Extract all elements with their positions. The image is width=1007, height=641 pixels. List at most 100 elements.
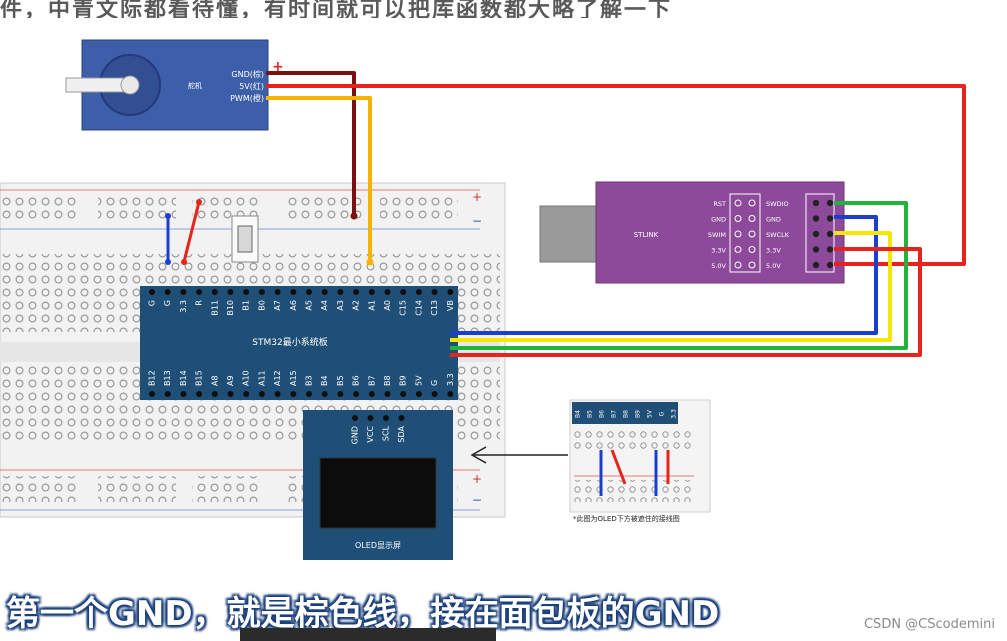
stm32-top-pin-label: VB bbox=[446, 300, 455, 311]
inset-pin-label: B5 bbox=[587, 410, 594, 418]
stm32-bottom-pin-label: A8 bbox=[210, 375, 219, 386]
inset-pin-label: B7 bbox=[611, 410, 618, 418]
oled-pin-label: SDA bbox=[397, 425, 406, 442]
stm32-bottom-pin-label: A15 bbox=[289, 370, 298, 386]
stlink-left-label: 3.3V bbox=[711, 247, 726, 255]
stlink-right-label: 5.0V bbox=[766, 262, 781, 270]
stm32-bottom-pin-label: B4 bbox=[320, 375, 329, 386]
stlink-programmer: STLINK RSTGNDSWIM3.3V5.0VSWDIOGNDSWCLK3.… bbox=[539, 181, 845, 284]
oled-screen bbox=[319, 457, 437, 529]
blue-wire-gnd bbox=[450, 215, 878, 335]
stlink-header-pin bbox=[812, 230, 820, 238]
stm32-bottom-pin bbox=[164, 391, 171, 397]
stm32-top-pin bbox=[274, 289, 281, 295]
stm32-bottom-pin bbox=[447, 391, 454, 397]
pointer-arrow-icon bbox=[470, 446, 568, 464]
stlink-left-label: GND bbox=[711, 216, 726, 224]
stm32-top-pin-label: C13 bbox=[430, 300, 439, 316]
green-wire-swdio bbox=[450, 201, 908, 350]
stm32-top-pin-label: B10 bbox=[226, 300, 235, 316]
stlink-header-pin bbox=[812, 199, 820, 207]
top-caption: 件，中青文际都看待懂，有时间就可以把库函数都大略了解一下 bbox=[0, 0, 673, 18]
stm32-top-pin-label: A5 bbox=[305, 300, 314, 311]
oled-pin bbox=[352, 415, 358, 421]
servo-pin-gnd: GND(棕) bbox=[231, 69, 264, 79]
stm32-bottom-pin-label: A9 bbox=[226, 375, 235, 386]
stm32-top-pin-label: C14 bbox=[414, 300, 423, 316]
wires bbox=[266, 71, 966, 357]
stm32-bottom-pin-label: A11 bbox=[257, 370, 266, 386]
rail-plus-bottom: + bbox=[472, 472, 482, 486]
stm32-top-pin bbox=[180, 289, 187, 295]
stm32-bottom-pin bbox=[227, 391, 234, 397]
stlink-pin bbox=[734, 261, 742, 269]
oled-pin bbox=[367, 415, 374, 421]
inset-pin-label: G bbox=[659, 411, 666, 416]
stlink-right-label: GND bbox=[766, 216, 781, 224]
csdn-watermark: CSDN @CScodemini bbox=[863, 617, 995, 632]
stlink-header-pin bbox=[812, 261, 820, 269]
stm32-top-pin-label: A7 bbox=[273, 300, 282, 311]
stlink-pin bbox=[734, 230, 742, 238]
stlink-pin bbox=[748, 199, 756, 207]
oled-label: OLED显示屏 bbox=[355, 541, 401, 550]
rail-plus-top: + bbox=[472, 190, 482, 204]
stlink-header-pin bbox=[826, 261, 834, 269]
stm32-top-pin bbox=[384, 289, 391, 295]
red-jumper bbox=[182, 201, 201, 263]
stm32-bottom-pin bbox=[384, 391, 391, 397]
stm32-bottom-pin bbox=[258, 391, 265, 397]
stm32-bottom-pin-label: B12 bbox=[148, 370, 157, 386]
video-subtitle: 第一个GND，就是棕色线，接在面包板的GND bbox=[6, 594, 720, 634]
stm32-bottom-pin-label: B8 bbox=[383, 375, 392, 386]
stm32-bottom-pin bbox=[400, 391, 407, 397]
servo-plus-mark: + bbox=[272, 59, 284, 75]
stm32-top-pin bbox=[337, 289, 344, 295]
oled-pin-label: VCC bbox=[366, 426, 375, 443]
stm32-bottom-pin-label: G bbox=[430, 380, 439, 386]
stlink-left-label: RST bbox=[713, 200, 726, 208]
stm32-top-pin-label: R bbox=[195, 300, 204, 306]
stm32-top-pin-label: C15 bbox=[399, 300, 408, 316]
stm32-top-pin bbox=[211, 289, 218, 295]
stm32-top-pin bbox=[290, 289, 297, 295]
servo-motor: 舵机 GND(棕) 5V(红) PWM(橙) + bbox=[65, 39, 284, 131]
stm32-top-pin bbox=[243, 289, 250, 295]
stm32-top-pin-label: A2 bbox=[352, 300, 361, 311]
stlink-header-pin bbox=[826, 246, 834, 253]
stm32-bottom-pin-label: 3.3 bbox=[446, 373, 455, 386]
stlink-right-label: 3.3V bbox=[766, 247, 781, 255]
stm32-top-pin-label: G bbox=[148, 300, 157, 306]
stm32-bottom-pin bbox=[415, 391, 422, 397]
stm32-top-pin bbox=[258, 289, 265, 295]
inset-pin-label: B4 bbox=[575, 410, 582, 418]
stlink-pin bbox=[748, 246, 756, 253]
stlink-header-pin bbox=[826, 230, 834, 238]
stm32-bottom-pin-label: B15 bbox=[195, 370, 204, 386]
inset-pin-label: B9 bbox=[635, 410, 642, 418]
oled-pin bbox=[398, 415, 405, 421]
stm32-top-pin bbox=[227, 289, 234, 295]
stm32-top-pin-label: A1 bbox=[367, 300, 376, 311]
oled-pin bbox=[383, 415, 389, 421]
stlink-header-pin bbox=[826, 199, 834, 207]
inset-pin-label: B8 bbox=[623, 410, 630, 418]
servo-pin-5v: 5V(红) bbox=[239, 81, 264, 91]
stm32-top-pin bbox=[415, 289, 422, 295]
stm32-bottom-pin-label: 5V bbox=[414, 375, 423, 386]
video-player-bar[interactable] bbox=[240, 628, 496, 641]
inset-note: *此图为OLED下方被遮住的接线图 bbox=[573, 514, 680, 523]
red-wire-5v bbox=[266, 84, 966, 266]
stm32-bottom-pin-label: B13 bbox=[163, 370, 172, 386]
stm32-bottom-pin bbox=[243, 391, 250, 397]
stm32-top-pin bbox=[306, 289, 312, 295]
stlink-pin bbox=[734, 246, 742, 253]
stm32-top-pin-label: A4 bbox=[320, 300, 329, 311]
inset-pin-label: B6 bbox=[599, 410, 606, 418]
stm32-top-pin-label: B0 bbox=[257, 300, 266, 311]
